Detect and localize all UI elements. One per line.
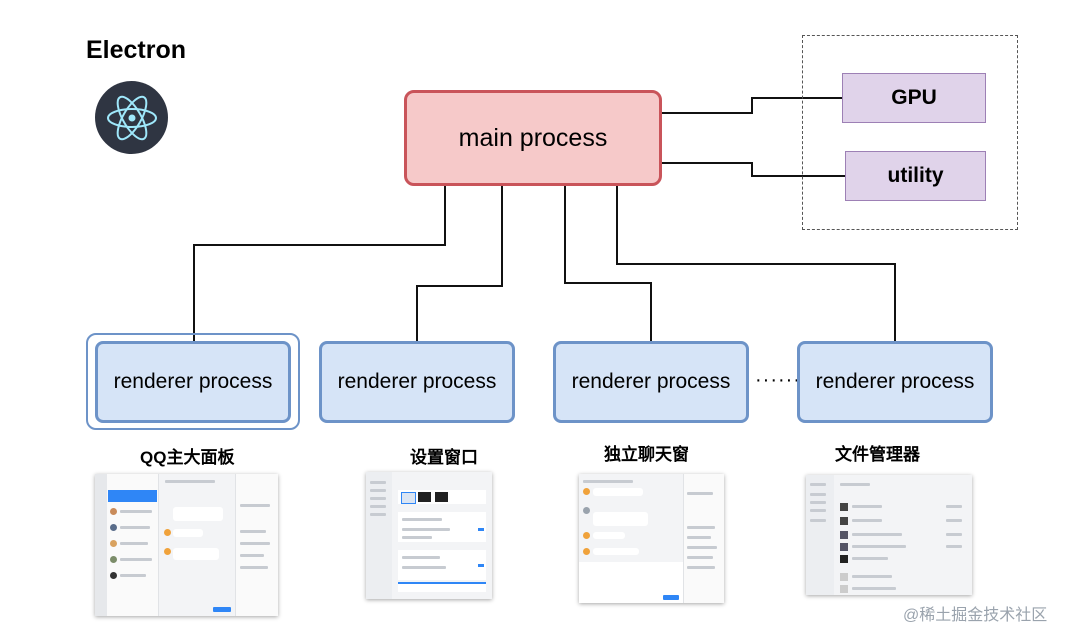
renderer-process-node-settings: renderer process [319,341,515,423]
connector-main-utility [662,162,845,177]
gpu-process-node: GPU [842,73,986,123]
caption-chat-window: 独立聊天窗 [604,445,689,464]
connector-main-renderer-2 [416,186,503,341]
electron-atom-icon [106,95,157,140]
watermark: @稀土掘金技术社区 [903,607,1048,624]
main-process-node: main process [404,90,662,186]
renderer-process-label: renderer process [571,370,731,393]
caption-file-manager: 文件管理器 [835,445,920,464]
renderer-process-node-qq: renderer process [95,341,291,423]
gpu-process-label: GPU [891,86,937,109]
caption-settings-window: 设置窗口 [410,448,478,467]
renderer-process-label: renderer process [337,370,497,393]
main-process-label: main process [458,123,608,152]
renderer-process-node-chat: renderer process [553,341,749,423]
utility-process-node: utility [845,151,986,201]
renderer-process-label: renderer process [815,370,975,393]
auxiliary-process-group [802,35,1018,230]
connector-main-renderer-1 [193,186,446,341]
connector-main-renderer-3 [564,186,652,341]
diagram-title: Electron [86,36,187,64]
renderer-process-label: renderer process [113,370,273,393]
chat-window-screenshot [579,474,724,603]
connector-main-renderer-4 [616,186,896,341]
electron-logo [95,81,168,154]
utility-process-label: utility [887,164,944,187]
renderer-selection-outline [86,333,300,430]
caption-qq-main-panel: QQ主大面板 [140,448,235,467]
qq-main-panel-screenshot [95,474,278,616]
settings-window-screenshot [366,472,492,599]
more-renderers-ellipsis: ······· [755,369,809,391]
file-manager-screenshot [806,475,972,595]
renderer-process-node-files: renderer process [797,341,993,423]
connector-main-gpu [662,97,842,114]
